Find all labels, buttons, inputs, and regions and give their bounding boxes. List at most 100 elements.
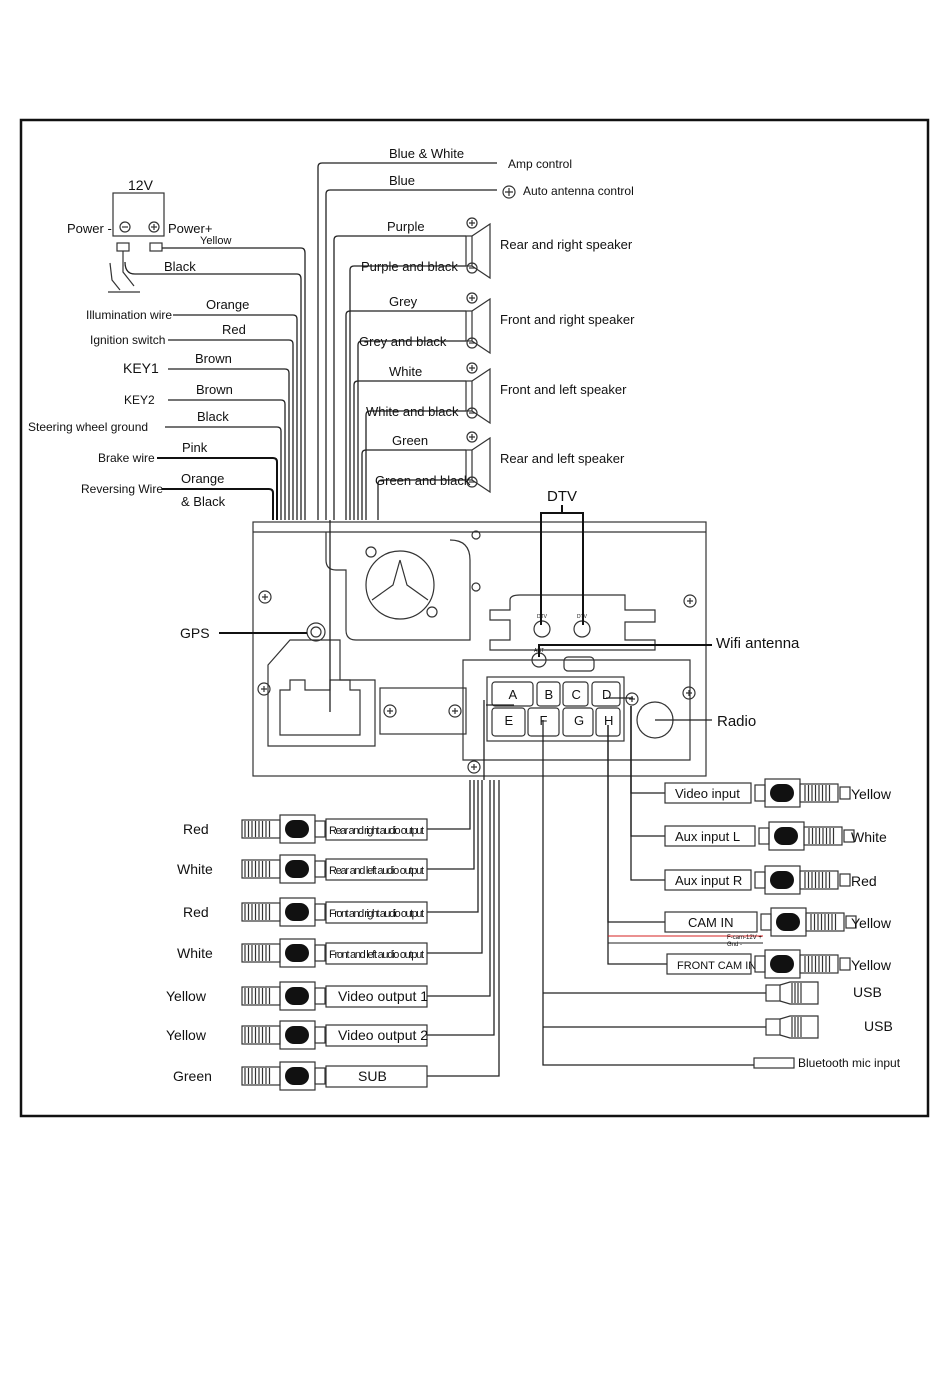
output-label: Rear and right audio output	[329, 825, 424, 837]
port-E	[491, 707, 526, 737]
battery-label: 12V	[128, 177, 154, 193]
wire-color-label: Red	[222, 322, 246, 337]
speaker-plus-color: Green	[392, 433, 428, 448]
input-color: Red	[851, 873, 877, 889]
usb-connector-1: USB	[765, 1015, 893, 1039]
wire-color-label: Blue & White	[389, 146, 464, 161]
battery	[108, 192, 165, 293]
port-label: H	[604, 713, 613, 728]
speaker-icon	[465, 449, 473, 481]
speaker-minus-color: Purple and black	[361, 259, 458, 274]
output-color: White	[177, 945, 213, 961]
dtv-port-label-1: DTV	[537, 614, 548, 620]
output-color: Red	[183, 821, 209, 837]
port-label: G	[574, 713, 584, 728]
wire-function-label: Illumination wire	[86, 308, 172, 322]
wire-function-label: Brake wire	[98, 451, 155, 465]
power-minus-label: Power -	[67, 221, 112, 236]
output-label: Front and left audio output	[329, 949, 424, 961]
input-4: FRONT CAM IN Yellow	[607, 725, 892, 979]
audio-output-3: Front and left audio output White	[177, 780, 483, 968]
speaker-label: Front and right speaker	[500, 312, 635, 327]
port-label: A	[509, 687, 518, 702]
bluetooth-mic-plug	[753, 1057, 795, 1069]
speaker-label: Rear and right speaker	[500, 237, 633, 252]
speaker-plus-color: White	[389, 364, 422, 379]
wire-color-label-2: & Black	[181, 494, 226, 509]
cam-ground-label: Gnd -	[727, 942, 742, 948]
speaker-minus-color: White and black	[366, 404, 459, 419]
screw-icon	[682, 686, 696, 700]
input-label: Aux input L	[675, 829, 740, 844]
output-label: Front and right audio output	[329, 908, 424, 920]
usb-label: USB	[864, 1018, 893, 1034]
wire-0	[173, 314, 298, 520]
port-D	[591, 681, 621, 707]
plus-icon	[502, 185, 516, 199]
radio-label: Radio	[717, 713, 756, 730]
bluetooth-mic-label: Bluetooth mic input	[798, 1056, 901, 1070]
port-label: E	[505, 713, 514, 728]
input-color: Yellow	[851, 786, 892, 802]
port-C	[562, 681, 589, 707]
speaker-plus-color: Grey	[389, 294, 418, 309]
screw-icon	[467, 760, 481, 774]
input-label: FRONT CAM IN	[677, 960, 756, 972]
audio-output-5: Video output 2 Yellow	[166, 780, 495, 1050]
dtv-label: DTV	[547, 488, 577, 505]
wire-function-label: Steering wheel ground	[28, 420, 148, 434]
top-wire-1	[325, 189, 497, 520]
screw-icon	[448, 704, 462, 718]
wire-2	[168, 368, 290, 520]
gps-label: GPS	[180, 625, 210, 641]
wire-3	[168, 399, 286, 520]
port-label: D	[602, 687, 611, 702]
port-label: C	[572, 687, 581, 702]
speaker-minus-color: Green and black	[375, 473, 471, 488]
wire-function-label: Reversing Wire	[81, 482, 163, 496]
port-B	[536, 681, 561, 707]
speaker-label: Front and left speaker	[500, 382, 627, 397]
screw-icon	[383, 704, 397, 718]
wire-color-label: Brown	[196, 382, 233, 397]
output-label: Video output 2	[338, 1027, 428, 1043]
output-label: SUB	[358, 1068, 387, 1084]
speaker-label: Rear and left speaker	[500, 451, 625, 466]
diagram-frame	[19, 118, 930, 1118]
wire-color-label: Black	[197, 409, 229, 424]
wire-function-label: Auto antenna control	[523, 184, 634, 198]
input-color: White	[851, 829, 887, 845]
port-label: B	[545, 687, 554, 702]
usb-label: USB	[853, 984, 882, 1000]
speaker-icon	[465, 310, 473, 342]
output-color: Green	[173, 1068, 212, 1084]
output-color: Yellow	[166, 988, 207, 1004]
wire-6	[162, 488, 274, 520]
top-wire-0	[317, 162, 497, 520]
usb-connector-0: USB	[765, 981, 882, 1005]
output-label: Video output 1	[338, 988, 428, 1004]
input-label: Video input	[675, 786, 740, 801]
screw-icon	[258, 590, 272, 604]
wire-function-label: KEY1	[123, 360, 159, 376]
head-unit	[252, 521, 707, 777]
audio-output-0: Rear and right audio output Red	[183, 780, 471, 844]
wire-function-label: KEY2	[124, 393, 155, 407]
input-label: Aux input R	[675, 873, 742, 888]
usb-icon	[765, 1018, 781, 1036]
port-G	[562, 707, 594, 737]
speaker-icon	[465, 380, 473, 412]
input-1: Aux input L White	[630, 706, 887, 851]
output-color: White	[177, 861, 213, 877]
cam-power-label: F-cam-12V +	[727, 935, 762, 941]
port-A	[491, 681, 534, 707]
usb-icon	[765, 984, 781, 1002]
speaker-plus-color: Purple	[387, 219, 425, 234]
wire-color-label: Pink	[182, 440, 208, 455]
speaker-icon	[465, 235, 473, 267]
audio-output-4: Video output 1 Yellow	[166, 780, 491, 1011]
